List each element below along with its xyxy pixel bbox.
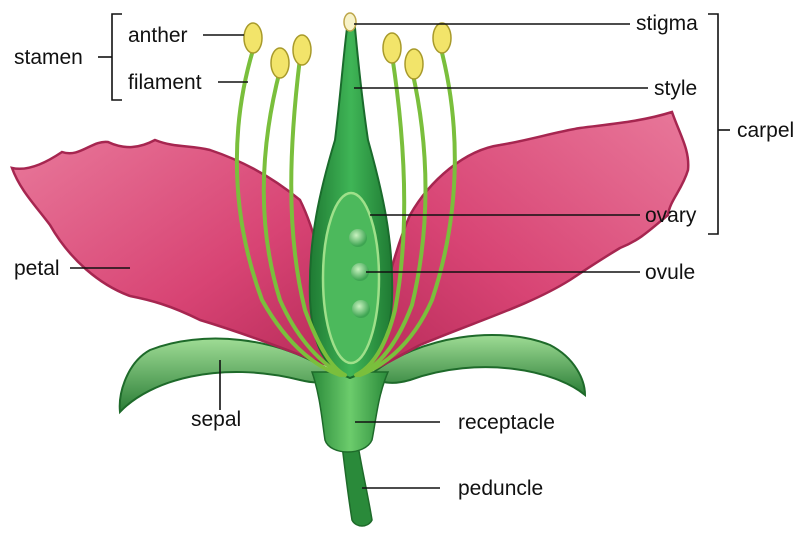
anther-2	[271, 48, 289, 78]
anther-5	[405, 49, 423, 79]
receptacle-shape	[312, 372, 388, 452]
petal-label: petal	[14, 258, 60, 279]
anther-3	[293, 35, 311, 65]
carpel-label: carpel	[737, 120, 794, 141]
anther-1	[244, 23, 262, 53]
ovary-label: ovary	[645, 205, 696, 226]
stamen-bracket	[112, 14, 122, 100]
receptacle-label: receptacle	[458, 412, 555, 433]
peduncle-label: peduncle	[458, 478, 543, 499]
ovule-3	[352, 300, 370, 318]
anther-4	[383, 33, 401, 63]
stigma-tip	[344, 13, 356, 31]
stamen-label: stamen	[14, 47, 83, 68]
filament-label: filament	[128, 72, 202, 93]
ovule-1	[349, 229, 367, 247]
peduncle-stem	[342, 445, 372, 526]
ovary-chamber	[323, 193, 379, 363]
ovule-label: ovule	[645, 262, 695, 283]
style-label: style	[654, 78, 697, 99]
sepal-label: sepal	[191, 409, 241, 430]
anther-6	[433, 23, 451, 53]
stigma-label: stigma	[636, 13, 698, 34]
anther-label: anther	[128, 25, 188, 46]
carpel-bracket	[708, 14, 718, 234]
